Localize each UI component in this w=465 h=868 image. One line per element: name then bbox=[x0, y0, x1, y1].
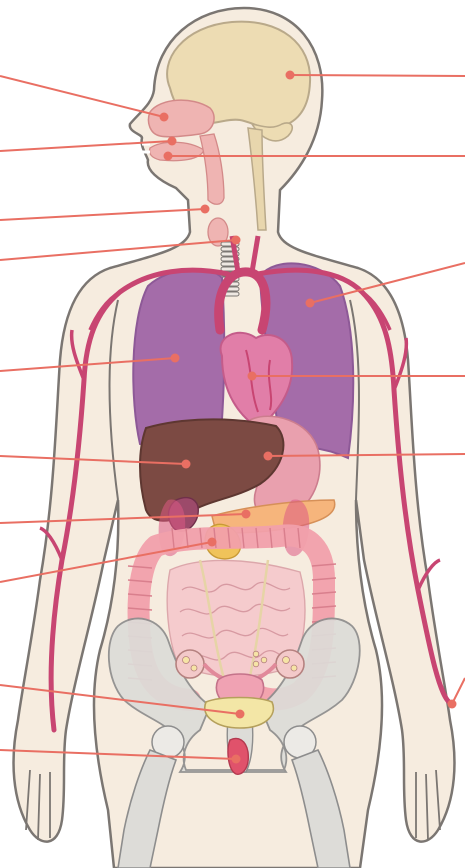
leader-dot-thyroid bbox=[232, 236, 241, 245]
leader-dot-pancreas-duodenum bbox=[208, 538, 217, 547]
right-ovary bbox=[276, 650, 304, 678]
leader-dot-tongue bbox=[164, 152, 173, 161]
leader-dot-artery bbox=[448, 700, 457, 709]
leader-dot-oral-cavity bbox=[168, 137, 177, 146]
leader-dot-brain bbox=[286, 71, 295, 80]
leader-dot-liver bbox=[182, 460, 191, 469]
leader-dot-pharynx bbox=[201, 205, 210, 214]
left-ovary bbox=[176, 650, 204, 678]
leader-dot-gallbladder-kidney bbox=[242, 510, 251, 519]
leader-dot-left-lung bbox=[306, 299, 315, 308]
leader-dot-stomach bbox=[264, 452, 273, 461]
leader-dot-right-lung bbox=[171, 354, 180, 363]
leader-line-nasal-cavity bbox=[0, 76, 164, 117]
leader-dot-nasal-cavity bbox=[160, 113, 169, 122]
leader-dot-bladder bbox=[236, 710, 245, 719]
leader-line-brain bbox=[290, 75, 465, 76]
leader-line-pharynx bbox=[0, 209, 205, 220]
leader-dot-rectum bbox=[232, 755, 241, 764]
leader-dot-heart bbox=[248, 372, 257, 381]
nasal-oral-cavity bbox=[148, 100, 214, 137]
